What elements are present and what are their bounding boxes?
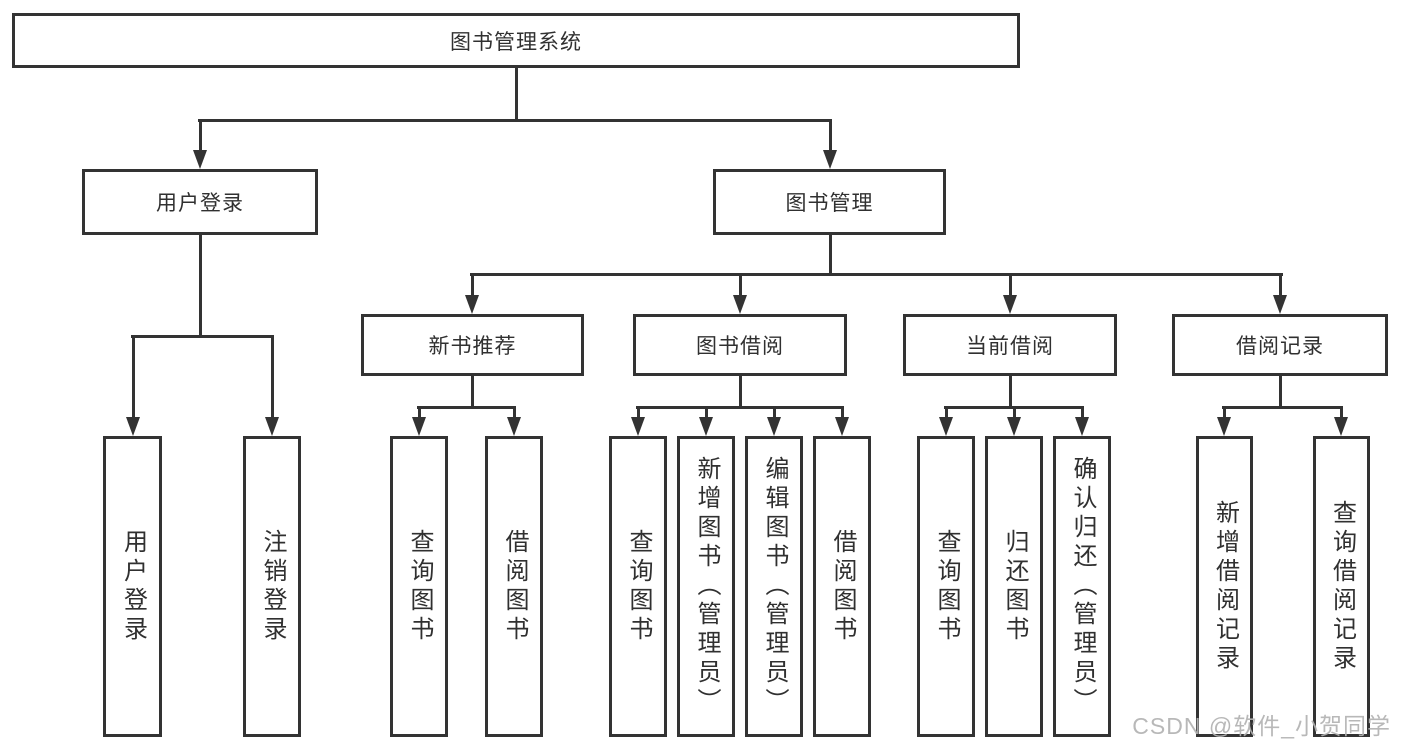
leaf-edit-book-admin: 编辑图书（管理员） bbox=[745, 436, 803, 737]
leaf-user-login: 用户登录 bbox=[103, 436, 162, 737]
connector-line bbox=[1279, 376, 1282, 408]
connector-line bbox=[1081, 406, 1084, 420]
connector-line bbox=[1013, 406, 1016, 420]
leaf-logout-login: 注销登录 bbox=[243, 436, 301, 737]
leaf-add-borrow-record: 新增借阅记录 bbox=[1196, 436, 1253, 737]
connector-line bbox=[418, 406, 421, 420]
connector-line bbox=[132, 335, 135, 419]
connector-line bbox=[417, 406, 516, 409]
arrowhead-down-icon bbox=[1217, 417, 1231, 436]
connector-line bbox=[1223, 406, 1226, 420]
connector-line bbox=[515, 68, 518, 121]
connector-line bbox=[1009, 273, 1012, 298]
leaf-borrow-books-recommend: 借阅图书 bbox=[485, 436, 543, 737]
connector-line bbox=[513, 406, 516, 420]
leaf-query-books-recommend: 查询图书 bbox=[390, 436, 448, 737]
csdn-watermark: CSDN @软件_小贺同学 bbox=[1132, 713, 1391, 739]
arrowhead-down-icon bbox=[823, 150, 837, 169]
connector-line bbox=[829, 119, 832, 152]
arrowhead-down-icon bbox=[465, 295, 479, 314]
arrowhead-down-icon bbox=[835, 417, 849, 436]
connector-line bbox=[636, 406, 844, 409]
connector-line bbox=[637, 406, 640, 420]
connector-line bbox=[470, 273, 1283, 276]
connector-line bbox=[199, 235, 202, 338]
connector-line bbox=[1222, 406, 1343, 409]
connector-line bbox=[705, 406, 708, 420]
arrowhead-down-icon bbox=[126, 417, 140, 436]
connector-line bbox=[1340, 406, 1343, 420]
connector-line bbox=[739, 273, 742, 298]
connector-line bbox=[198, 119, 832, 122]
connector-line bbox=[841, 406, 844, 420]
connector-line bbox=[829, 235, 832, 275]
connector-line bbox=[945, 406, 948, 420]
arrowhead-down-icon bbox=[767, 417, 781, 436]
arrowhead-down-icon bbox=[699, 417, 713, 436]
arrowhead-down-icon bbox=[733, 295, 747, 314]
connector-line bbox=[1009, 376, 1012, 408]
arrowhead-down-icon bbox=[1334, 417, 1348, 436]
leaf-query-borrow-record: 查询借阅记录 bbox=[1313, 436, 1370, 737]
arrowhead-down-icon bbox=[939, 417, 953, 436]
node-current-borrowing: 当前借阅 bbox=[903, 314, 1117, 376]
connector-line bbox=[131, 335, 274, 338]
leaf-add-book-admin: 新增图书（管理员） bbox=[677, 436, 735, 737]
arrowhead-down-icon bbox=[631, 417, 645, 436]
arrowhead-down-icon bbox=[265, 417, 279, 436]
node-user-login: 用户登录 bbox=[82, 169, 318, 235]
node-library-management-system: 图书管理系统 bbox=[12, 13, 1020, 68]
leaf-confirm-return-admin: 确认归还（管理员） bbox=[1053, 436, 1111, 737]
connector-line bbox=[773, 406, 776, 420]
connector-line bbox=[739, 376, 742, 408]
arrowhead-down-icon bbox=[193, 150, 207, 169]
arrowhead-down-icon bbox=[1273, 295, 1287, 314]
node-book-borrowing: 图书借阅 bbox=[633, 314, 847, 376]
node-borrowing-records: 借阅记录 bbox=[1172, 314, 1388, 376]
leaf-borrow-books: 借阅图书 bbox=[813, 436, 871, 737]
arrowhead-down-icon bbox=[1007, 417, 1021, 436]
connector-line bbox=[471, 376, 474, 408]
leaf-query-books-current: 查询图书 bbox=[917, 436, 975, 737]
connector-line bbox=[199, 119, 202, 152]
connector-line bbox=[471, 273, 474, 298]
node-new-book-recommend: 新书推荐 bbox=[361, 314, 584, 376]
leaf-return-books: 归还图书 bbox=[985, 436, 1043, 737]
leaf-query-books-borrow: 查询图书 bbox=[609, 436, 667, 737]
arrowhead-down-icon bbox=[1003, 295, 1017, 314]
connector-line bbox=[271, 335, 274, 419]
connector-line bbox=[1279, 273, 1282, 298]
node-book-management: 图书管理 bbox=[713, 169, 946, 235]
arrowhead-down-icon bbox=[507, 417, 521, 436]
arrowhead-down-icon bbox=[1075, 417, 1089, 436]
arrowhead-down-icon bbox=[412, 417, 426, 436]
